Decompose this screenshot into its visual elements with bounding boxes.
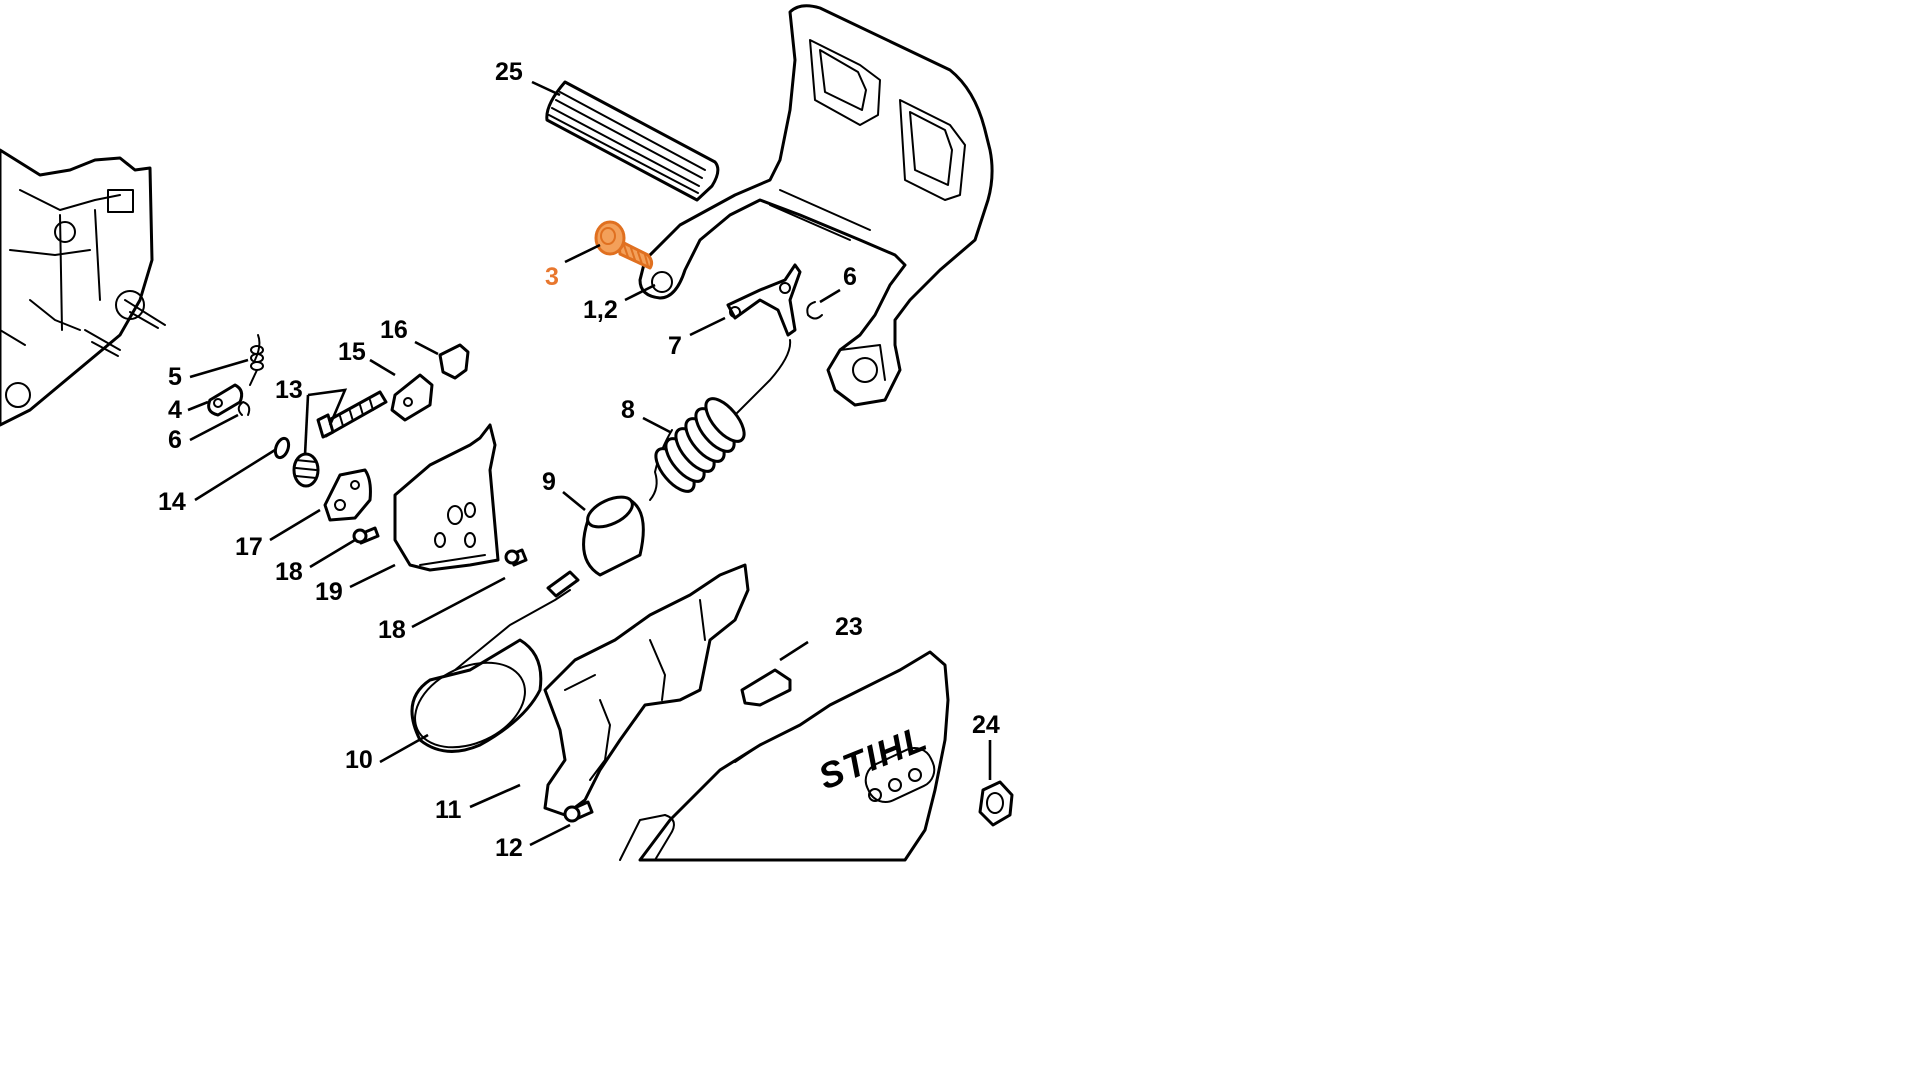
callout-24: 24 (972, 711, 1000, 739)
callout-9: 9 (542, 468, 556, 496)
callout-12: 12 (495, 834, 523, 862)
leader-lines (187, 80, 992, 847)
callout-13: 13 (275, 376, 303, 404)
plate-part-17 (323, 468, 372, 522)
plate-part-15 (390, 373, 434, 422)
callout-25: 25 (495, 58, 523, 86)
callout-3-highlighted: 3 (545, 263, 559, 291)
callout-23: 23 (835, 613, 863, 641)
callout-18-lower: 18 (378, 616, 406, 644)
brake-housing-part-11 (543, 563, 750, 817)
hand-guard-part-1-2 (638, 4, 994, 407)
callout-6-left: 6 (168, 426, 182, 454)
callout-15: 15 (338, 338, 366, 366)
screw-part-18-lower (504, 548, 528, 567)
engine-housing (0, 148, 166, 427)
callout-8: 8 (621, 396, 635, 424)
screw-part-3-highlighted (594, 220, 654, 270)
callout-4: 4 (168, 396, 182, 424)
callout-18-upper: 18 (275, 558, 303, 586)
spring-part-8 (649, 339, 792, 501)
chain-strap (546, 570, 580, 598)
guide-plate-part-19 (393, 423, 500, 572)
callout-10: 10 (345, 746, 373, 774)
callout-5: 5 (168, 363, 182, 391)
brake-band-part-10 (410, 589, 571, 753)
callout-7: 7 (668, 332, 682, 360)
callout-11: 11 (435, 796, 462, 824)
callout-16: 16 (380, 316, 408, 344)
grip-pad-part-25 (545, 80, 720, 202)
callout-14: 14 (158, 488, 186, 516)
sleeve-part-9 (582, 495, 645, 577)
tensioner-screw-part-13 (316, 390, 388, 439)
clip-part-6-top (806, 301, 823, 320)
callout-6-top: 6 (843, 263, 857, 291)
sprocket-cover: STIHL (619, 650, 950, 862)
callout-17: 17 (235, 533, 263, 561)
washer-part-4 (207, 383, 244, 417)
gear (292, 452, 320, 488)
ring-part-14 (273, 436, 291, 460)
label-plate-part-23 (740, 668, 792, 707)
screw-part-12 (563, 800, 594, 823)
screw-part-18-upper (352, 526, 380, 545)
nut-part-24 (978, 780, 1014, 827)
bracket-part-16 (438, 343, 470, 380)
clip-part-6-left (237, 401, 251, 416)
callout-1-2: 1,2 (583, 296, 618, 324)
callout-19: 19 (315, 578, 343, 606)
callout-labels: 25 3 1,2 6 7 8 9 16 15 5 4 6 13 14 17 18… (158, 58, 1000, 862)
lever-part-7 (726, 263, 802, 337)
spring-part-5 (249, 334, 264, 386)
